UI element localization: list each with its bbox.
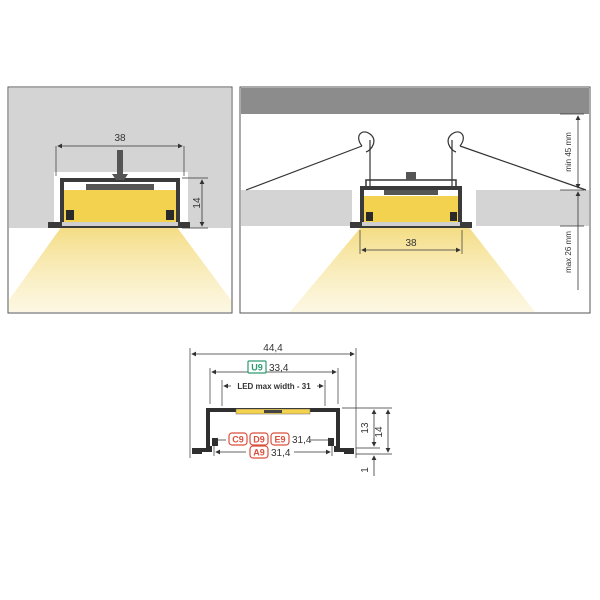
left-height-dimension: 14 <box>182 177 208 229</box>
d9-code: D9 <box>253 435 265 445</box>
u9-code: U9 <box>251 363 263 373</box>
right-width-dimension: 38 <box>359 230 463 254</box>
cde-value: 31,4 <box>292 435 312 446</box>
left-profile <box>48 178 190 228</box>
led-max-width-dimension: LED max width - 31 <box>221 380 326 406</box>
left-height-label: 14 <box>192 197 203 209</box>
overall-width-label: 44,4 <box>263 343 283 354</box>
profile-body <box>192 408 354 454</box>
right-light-beam <box>290 226 535 312</box>
left-installation-panel: 38 14 <box>7 86 233 314</box>
profile-cross-section: 44,4 U9 33,4 LED max width - 31 <box>189 343 392 476</box>
c9-code: C9 <box>232 435 244 445</box>
left-light-beam <box>9 226 231 312</box>
right-max-label: max 26 mm <box>564 231 573 273</box>
a9-value: 31,4 <box>271 448 291 459</box>
u9-value: 33,4 <box>269 363 289 374</box>
a9-code: A9 <box>253 448 265 458</box>
right-top-slab <box>241 88 589 114</box>
right-installation-panel: 38 min 45 mm max 26 mm <box>239 86 591 314</box>
right-bracket-screw <box>406 172 416 180</box>
cde-dimension: C9 D9 E9 31,4 <box>213 432 333 446</box>
right-width-label: 38 <box>405 238 417 249</box>
height-13-label: 13 <box>360 422 371 434</box>
u9-dimension: U9 33,4 <box>209 360 339 404</box>
e9-code: E9 <box>274 435 285 445</box>
right-profile <box>350 186 472 228</box>
led-max-width-label: LED max width - 31 <box>237 382 311 391</box>
left-mounting-screw <box>112 150 128 180</box>
left-width-label: 38 <box>114 133 126 144</box>
height-14-label: 14 <box>374 426 385 438</box>
right-min-label: min 45 mm <box>564 132 573 172</box>
a9-dimension: A9 31,4 <box>213 445 333 459</box>
right-vertical-dimensions: min 45 mm max 26 mm <box>560 113 584 290</box>
left-width-dimension: 38 <box>55 133 185 176</box>
flange-1-label: 1 <box>360 467 371 473</box>
height-dimensions: 13 14 1 <box>342 407 392 476</box>
right-spring-clips <box>245 131 587 191</box>
overall-width-dimension: 44,4 <box>189 343 357 458</box>
